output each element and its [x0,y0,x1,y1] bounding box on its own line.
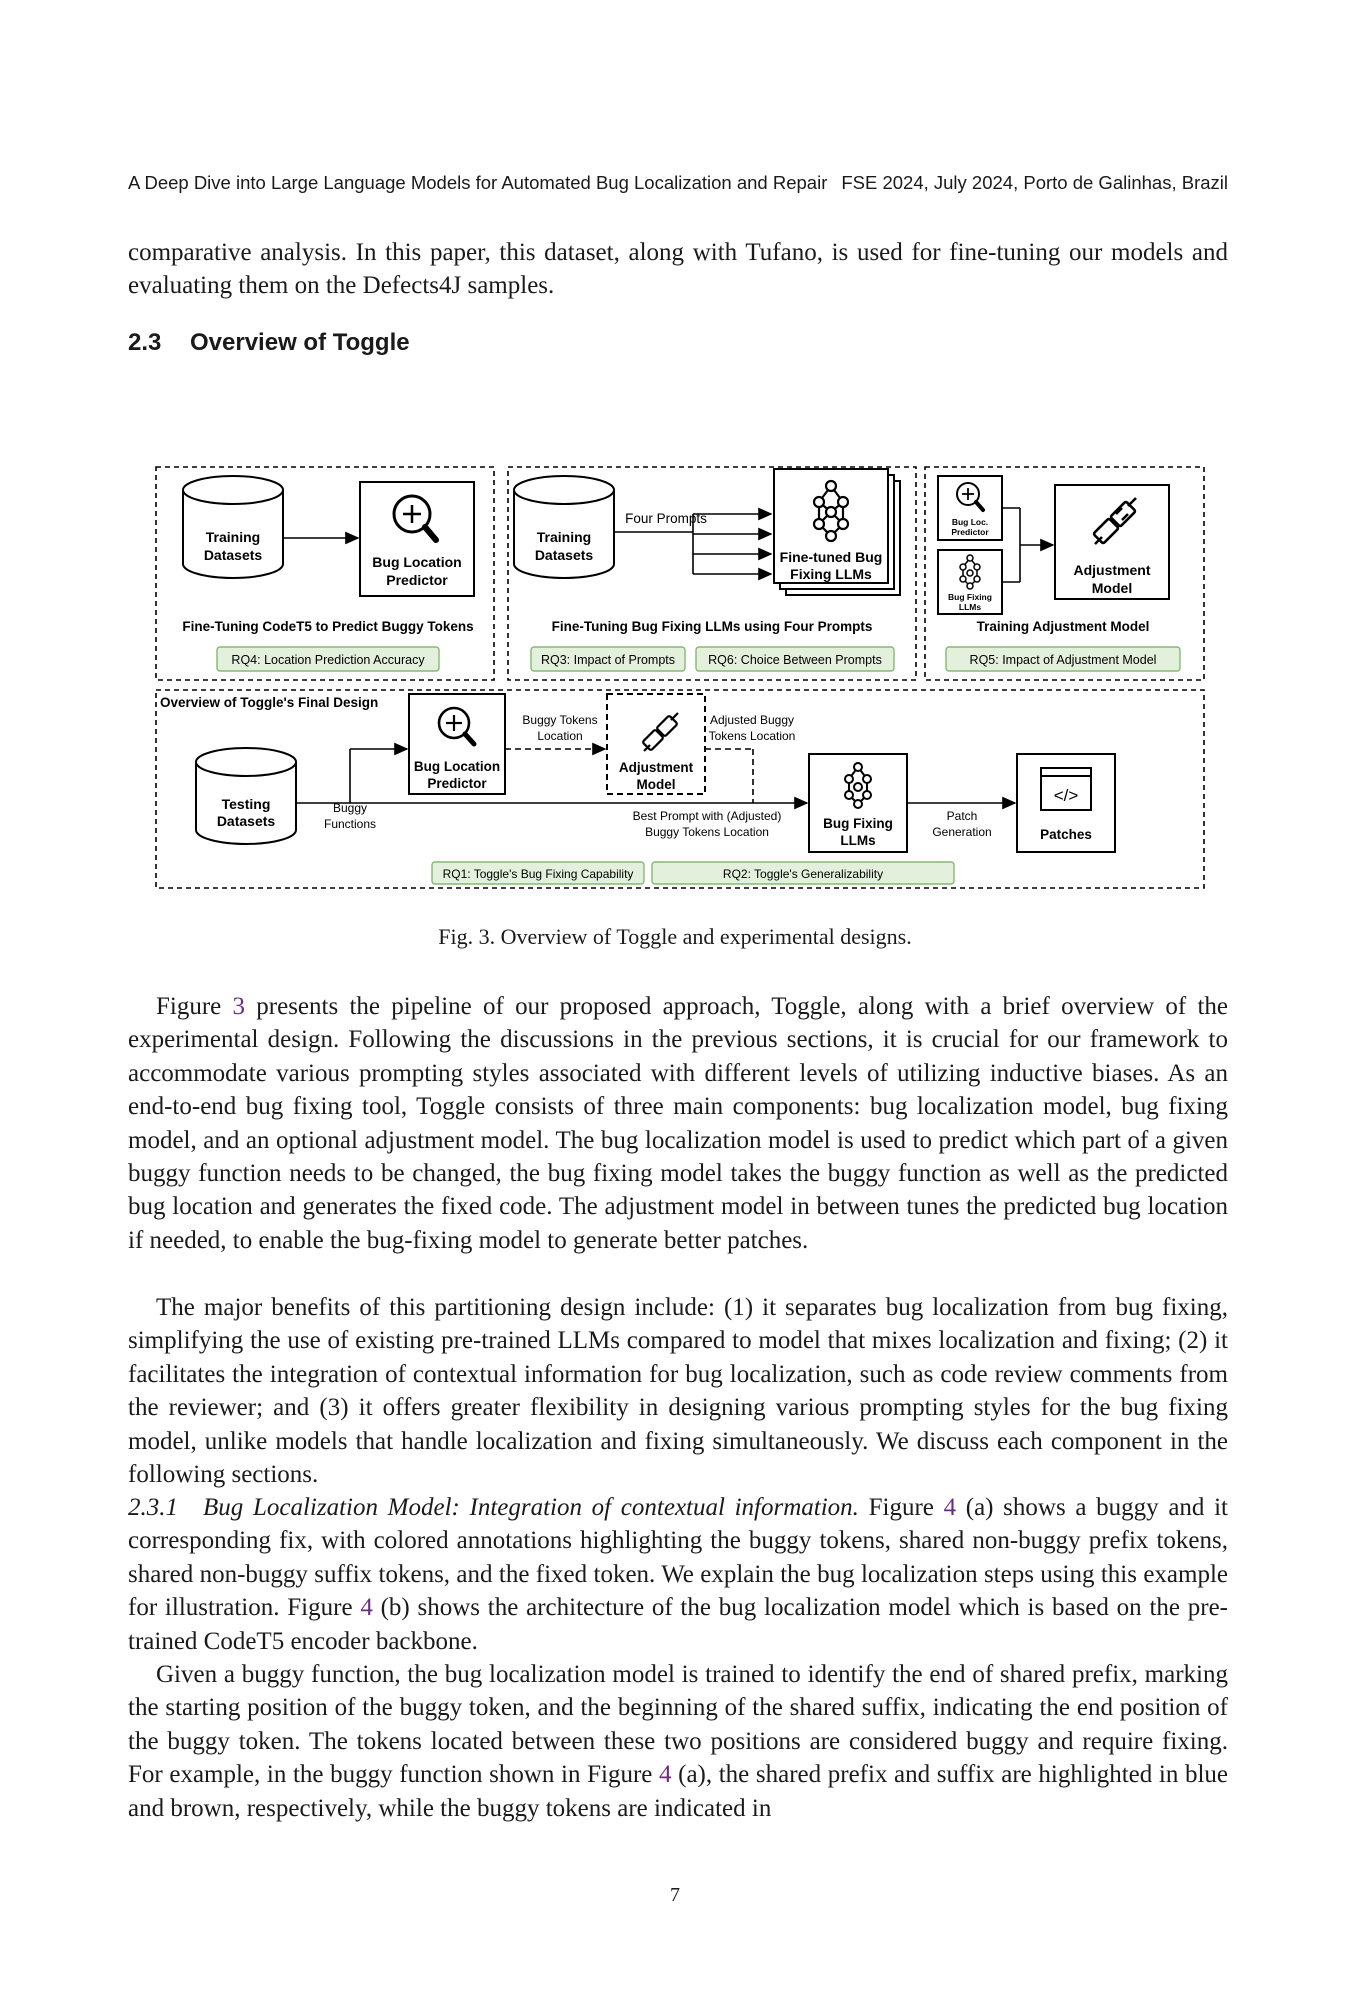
p3-model-line1: Adjustment [1074,562,1151,578]
buggy-functions-line1: Buggy [333,801,367,815]
best-prompt-line1: Best Prompt with (Adjusted) [633,809,782,823]
final-llms-box: Bug Fixing LLMs [808,753,908,853]
bug-location-predictor-box: Bug Location Predictor [359,481,475,597]
plug-icon [1092,497,1137,545]
subsection-heading: 2.3.1 Bug Localization Model: Integratio… [128,1494,859,1521]
section-number: 2.3 [128,329,162,356]
magnifier-plus-icon [392,494,439,543]
p4-text-a: Given a buggy function, the bug localiza… [128,1661,1228,1789]
intro-paragraph: comparative analysis. In this paper, thi… [128,239,1228,300]
section-heading: 2.3 Overview of Toggle [128,329,410,357]
p2-llms-line1: Fine-tuned Bug [780,549,883,565]
four-prompts-label: Four Prompts [625,511,707,526]
p1-title: Fine-Tuning CodeT5 to Predict Buggy Toke… [182,619,473,634]
p1-datasets-line2: Datasets [204,547,263,563]
figure-3-link[interactable]: 3 [232,993,246,1020]
small-llms-box: Bug Fixing LLMs [937,549,1003,615]
testing-line2: Datasets [217,813,276,829]
p3-title: Training Adjustment Model [977,619,1150,634]
buggy-tokens-line1: Buggy Tokens [522,713,597,727]
code-file-icon: </> [1040,767,1092,811]
small-llms-line1: Bug Fixing [948,592,992,602]
p3-text-b: (a) shows a buggy and it corresponding f… [128,1494,1228,1622]
p1-datasets-line1: Training [206,529,260,545]
p3-text-a: Figure [858,1494,944,1521]
panel-finetune-llms: Training Datasets Four Prompts [507,466,917,681]
best-prompt-line2: Buggy Tokens Location [645,825,769,839]
adjustment-model-box: Adjustment Model [1054,484,1170,600]
testing-datasets-cylinder: Testing Datasets [195,747,297,845]
rq3-label: RQ3: Impact of Prompts [541,653,675,667]
header-venue: FSE 2024, July 2024, Porto de Galinhas, … [841,172,1228,193]
final-predictor-line2: Predictor [427,776,487,791]
training-datasets-cylinder-2: Training Datasets [513,475,615,579]
final-adjustment-box: Adjustment Model [606,693,706,795]
final-adjustment-line1: Adjustment [619,760,694,775]
patches-label: Patches [1040,827,1092,842]
patch-generation-line2: Generation [932,825,991,839]
rq1-label: RQ1: Toggle's Bug Fixing Capability [443,867,634,881]
small-predictor-box: Bug Loc. Predictor [937,475,1003,541]
final-adjustment-line2: Model [637,777,676,792]
p1-text-b: presents the pipeline of our proposed ap… [128,993,1228,1254]
page-number: 7 [670,1884,680,1906]
adjusted-line1: Adjusted Buggy [710,713,794,727]
paragraph-benefits: The major benefits of this partitioning … [128,1294,1228,1489]
small-llms-line2: LLMs [959,602,981,612]
figure-4-link-2[interactable]: 4 [360,1594,373,1622]
figure-4-link-1[interactable]: 4 [943,1494,957,1521]
p2-datasets-line1: Training [537,529,591,545]
panel-final-design: Overview of Toggle's Final Design Testin… [155,689,1205,889]
patches-box: </> Patches [1016,753,1116,853]
final-predictor-line1: Bug Location [414,759,500,774]
figure-4-link-3[interactable]: 4 [659,1761,672,1789]
toggle-overview-figure: Training Datasets Bug Location Predictor… [155,466,1205,889]
testing-line1: Testing [222,796,271,812]
rq6-label: RQ6: Choice Between Prompts [708,653,882,667]
final-predictor-box: Bug Location Predictor [408,693,506,795]
rq2-label: RQ2: Toggle's Generalizability [723,867,883,881]
rq4-label: RQ4: Location Prediction Accuracy [231,653,425,667]
p2-title: Fine-Tuning Bug Fixing LLMs using Four P… [552,619,873,634]
paragraph-bug-localization: 2.3.1 Bug Localization Model: Integratio… [128,1491,1228,1658]
running-header: A Deep Dive into Large Language Models f… [128,172,1228,196]
final-design-title: Overview of Toggle's Final Design [160,695,378,710]
finetuned-llms-stack: Fine-tuned Bug Fixing LLMs [773,468,901,596]
p3-model-line2: Model [1092,580,1132,596]
paragraph-pipeline: Figure 3 presents the pipeline of our pr… [128,990,1228,1257]
training-datasets-cylinder: Training Datasets [182,475,284,579]
small-predictor-line2: Predictor [951,527,989,537]
p2-datasets-line2: Datasets [535,547,594,563]
final-llms-line1: Bug Fixing [823,816,893,831]
neural-network-icon [812,479,850,543]
adjusted-line2: Tokens Location [709,729,796,743]
panel-finetune-codet5: Training Datasets Bug Location Predictor… [155,466,495,681]
p1-text-a: Figure [156,993,233,1020]
panel-adjustment-training: Bug Loc. Predictor Bug Fixing LLMs [924,466,1205,681]
p1-predictor-line2: Predictor [386,572,448,588]
p4-text-b: (a), the shared prefix and suffix are hi… [128,1761,1228,1822]
figure-caption: Fig. 3. Overview of Toggle and experimen… [438,924,912,949]
p3-text-c: (b) shows the architecture of the bug lo… [128,1594,1228,1655]
buggy-functions-line2: Functions [324,817,376,831]
section-title: Overview of Toggle [190,329,410,356]
rq5-label: RQ5: Impact of Adjustment Model [970,653,1157,667]
p1-predictor-line1: Bug Location [372,554,461,570]
final-llms-line2: LLMs [840,833,875,848]
paragraph-prefix-suffix: Given a buggy function, the bug localiza… [128,1658,1228,1825]
header-title: A Deep Dive into Large Language Models f… [128,172,828,193]
code-glyph: </> [1054,786,1079,805]
p2-llms-line2: Fixing LLMs [790,566,872,582]
buggy-tokens-line2: Location [537,729,582,743]
patch-generation-line1: Patch [947,809,978,823]
small-predictor-line1: Bug Loc. [952,517,988,527]
